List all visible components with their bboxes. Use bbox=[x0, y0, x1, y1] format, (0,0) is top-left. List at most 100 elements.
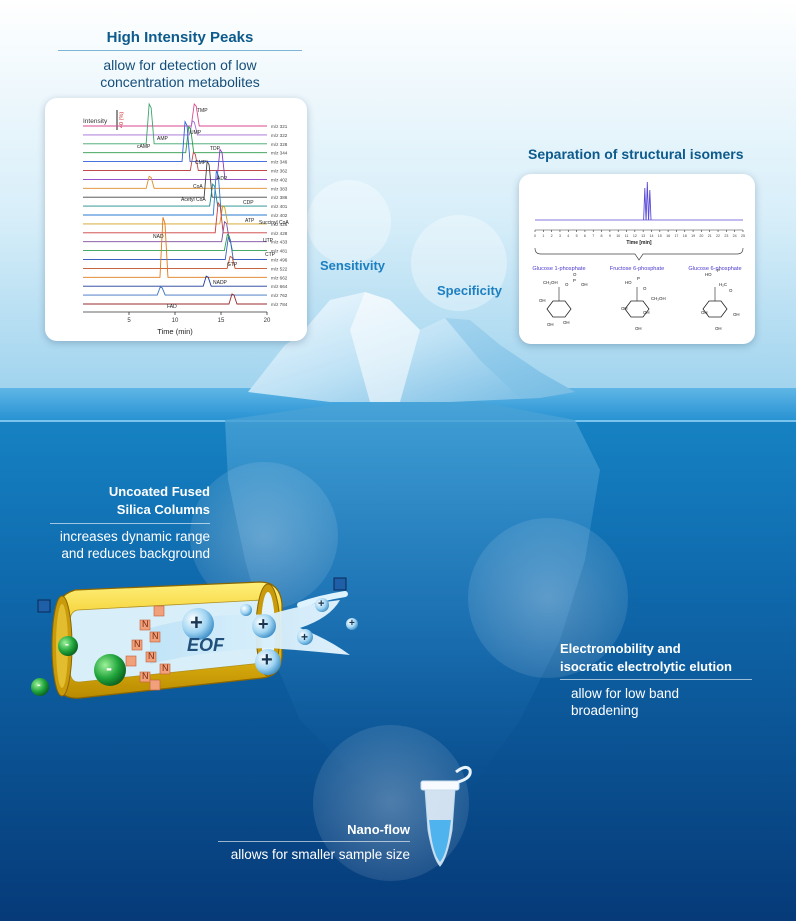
trace-line bbox=[83, 236, 267, 260]
peak-annotation: AMP bbox=[157, 136, 169, 142]
x-tick-label: 17 bbox=[674, 234, 678, 238]
trace-mz-label: m/z 321 bbox=[271, 124, 288, 129]
x-axis-label: Time [min] bbox=[626, 240, 652, 246]
scale-label: 40 (%) bbox=[119, 112, 125, 128]
x-tick-label: 1 bbox=[542, 234, 544, 238]
x-tick-label: 22 bbox=[716, 234, 720, 238]
x-axis-label: Time (min) bbox=[157, 327, 193, 336]
atom-label: P bbox=[573, 278, 576, 283]
peak-annotation: TMP bbox=[197, 108, 208, 114]
y-axis-label: Intensity bbox=[83, 118, 108, 125]
trace-mz-label: m/z 664 bbox=[271, 284, 288, 289]
trace-line bbox=[83, 170, 267, 216]
trace-mz-label: m/z 322 bbox=[271, 133, 288, 138]
x-tick-label: 9 bbox=[609, 234, 611, 238]
x-tick-label: 21 bbox=[708, 234, 712, 238]
compound-name: Fructose 6-phosphate bbox=[610, 266, 664, 272]
nano-title: Nano-flow bbox=[347, 822, 410, 837]
trace-line bbox=[83, 217, 267, 278]
silica-title-1: Uncoated Fused bbox=[108, 484, 210, 499]
n-molecule: N bbox=[152, 631, 159, 641]
atom-label: OH bbox=[701, 310, 708, 315]
peak-annotation: CMP bbox=[195, 160, 207, 166]
trace-mz-label: m/z 428 bbox=[271, 231, 288, 236]
atom-label: OH bbox=[581, 282, 588, 287]
isomer-peak bbox=[643, 187, 647, 221]
atom-label: CH₂OH bbox=[543, 280, 558, 285]
x-tick-label: 20 bbox=[699, 234, 703, 238]
x-tick-label: 8 bbox=[601, 234, 603, 238]
electro-line1: allow for low band bbox=[571, 686, 680, 701]
x-tick-label: 6 bbox=[584, 234, 586, 238]
trace-line bbox=[83, 220, 267, 243]
peak-annotation: UTP bbox=[263, 238, 274, 244]
peak-annotation: UMP bbox=[190, 130, 202, 136]
trace-line bbox=[83, 293, 267, 305]
peak-annotation: ADP bbox=[217, 176, 228, 182]
atom-label: HO bbox=[625, 280, 632, 285]
isomer-peak bbox=[645, 181, 649, 221]
atom-label: O bbox=[565, 282, 569, 287]
peak-annotation: Acetyl CoA bbox=[181, 197, 206, 203]
x-tick-label: 24 bbox=[733, 234, 737, 238]
atom-label: OH bbox=[715, 326, 722, 331]
plus-ion: + bbox=[301, 630, 309, 644]
peaks-rule bbox=[58, 50, 302, 51]
minus-ion: - bbox=[37, 679, 41, 691]
atom-label: OH bbox=[539, 298, 546, 303]
trace-line bbox=[83, 148, 267, 180]
peak-annotation: TDP bbox=[210, 146, 221, 152]
compound-name: Glucose 1-phosphate bbox=[532, 266, 585, 272]
sugar-ring bbox=[546, 300, 572, 318]
trace-mz-label: m/z 433 bbox=[271, 240, 288, 245]
minus-ion: - bbox=[65, 637, 69, 651]
atom-label: OH bbox=[547, 322, 554, 327]
trace-line bbox=[83, 159, 267, 198]
trace-mz-label: m/z 346 bbox=[271, 160, 288, 165]
trace-mz-label: m/z 362 bbox=[271, 169, 288, 174]
trace-mz-label: m/z 383 bbox=[271, 186, 288, 191]
trace-mz-label: m/z 386 bbox=[271, 195, 288, 200]
trace-mz-label: m/z 344 bbox=[271, 151, 288, 156]
trace-line bbox=[83, 275, 267, 287]
atom-label: OH bbox=[643, 310, 650, 315]
trace-line bbox=[83, 125, 267, 154]
x-tick-label: 18 bbox=[683, 234, 687, 238]
atom-label: HO bbox=[705, 272, 712, 277]
x-tick-label: 10 bbox=[172, 318, 179, 324]
atom-label: CH₂OH bbox=[651, 296, 666, 301]
n-molecule: N bbox=[142, 619, 149, 629]
atom-label: OH bbox=[621, 306, 628, 311]
nano-line1: allows for smaller sample size bbox=[230, 847, 410, 862]
x-tick-label: 2 bbox=[551, 234, 553, 238]
atom-label: O bbox=[573, 272, 577, 277]
silica-title-2: Silica Columns bbox=[116, 502, 210, 517]
x-tick-label: 12 bbox=[633, 234, 637, 238]
electro-line2: broadening bbox=[571, 703, 639, 718]
plus-ion: + bbox=[258, 614, 269, 634]
trace-mz-label: m/z 426 bbox=[271, 222, 288, 227]
peak-annotation: CTP bbox=[265, 252, 276, 258]
trace-mz-label: m/z 402 bbox=[271, 177, 288, 182]
peak-annotation: FAD bbox=[167, 304, 177, 310]
atom-label: O bbox=[643, 286, 647, 291]
x-tick-label: 14 bbox=[649, 234, 653, 238]
plus-ion: + bbox=[190, 610, 203, 635]
peak-annotation: CDP bbox=[243, 200, 254, 206]
x-tick-label: 11 bbox=[625, 234, 629, 238]
peak-annotation: cAMP bbox=[137, 144, 151, 150]
x-tick-label: 4 bbox=[567, 234, 569, 238]
peak-annotation: ATP bbox=[245, 218, 255, 224]
sensitivity-label: Sensitivity bbox=[320, 258, 386, 273]
peaks-line2: concentration metabolites bbox=[100, 74, 260, 90]
peak-annotation: NAD bbox=[153, 234, 164, 240]
silica-line1: increases dynamic range bbox=[59, 529, 210, 544]
compound-name: Glucose 6-phosphate bbox=[688, 266, 741, 272]
atom-label: OH bbox=[733, 312, 740, 317]
sugar-ring bbox=[702, 300, 728, 318]
trace-line bbox=[83, 175, 267, 189]
plus-ion: + bbox=[318, 598, 325, 610]
